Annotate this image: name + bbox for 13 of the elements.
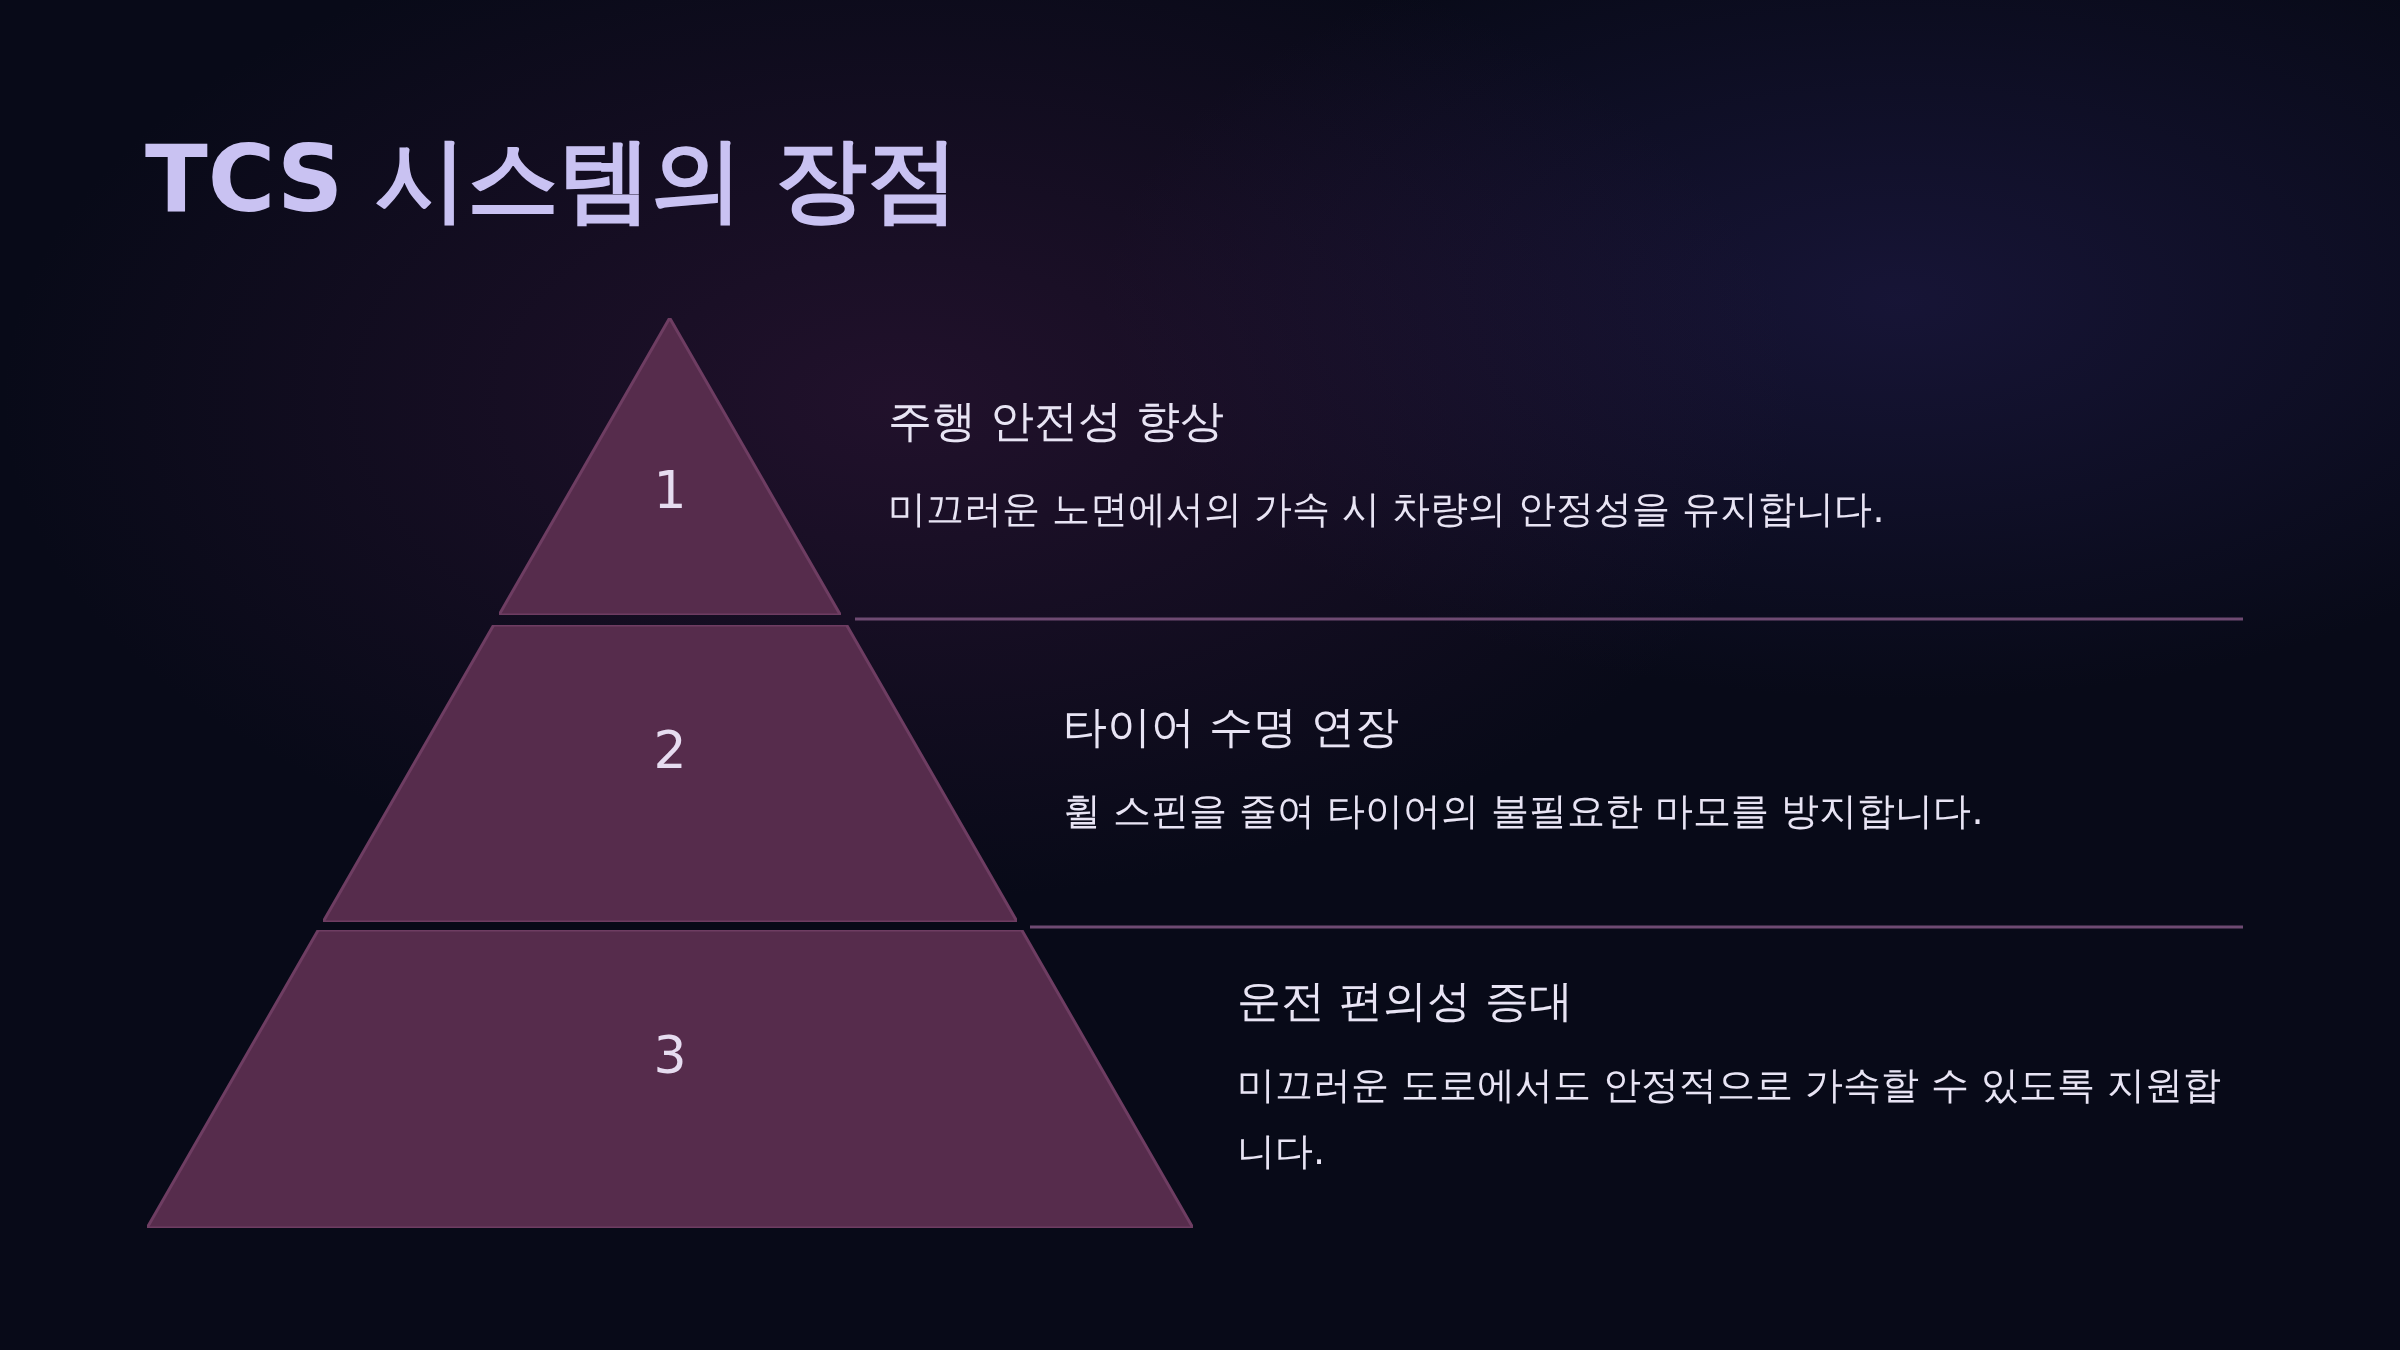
pyramid-segment bbox=[499, 318, 841, 615]
pyramid-segment bbox=[147, 930, 1193, 1228]
tier-heading: 주행 안전성 향상 bbox=[888, 394, 1224, 448]
tier-description: 휠 스핀을 줄여 타이어의 불필요한 마모를 방지합니다. bbox=[1063, 788, 1985, 835]
tier-number: 3 bbox=[653, 1025, 687, 1086]
tier-heading: 운전 편의성 증대 bbox=[1237, 974, 1573, 1028]
tier-heading: 타이어 수명 연장 bbox=[1063, 700, 1399, 754]
tier-number: 1 bbox=[653, 460, 687, 521]
pyramid-segment bbox=[322, 625, 1018, 922]
tier-description: 미끄러운 노면에서의 가속 시 차량의 안정성을 유지합니다. bbox=[888, 486, 1886, 533]
tier-number: 2 bbox=[653, 719, 687, 780]
tier-description: 미끄러운 도로에서도 안정적으로 가속할 수 있도록 지원합니다. bbox=[1237, 1062, 2223, 1175]
slide-title: TCS 시스템의 장점 bbox=[145, 125, 960, 235]
